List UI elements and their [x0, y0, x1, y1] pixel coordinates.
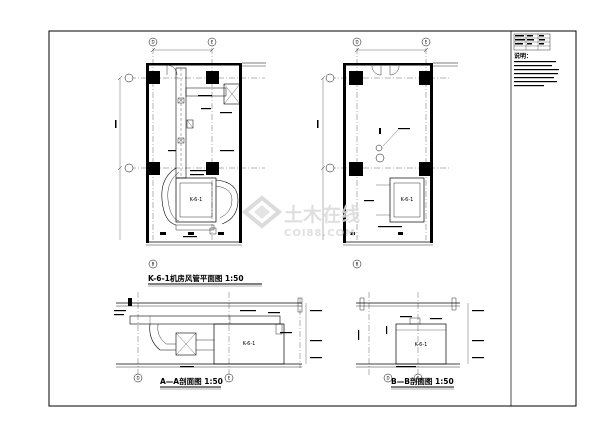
- grid-bubble-label: D: [151, 40, 154, 45]
- watermark-logo-sub: COI88.COM: [284, 228, 356, 239]
- grid-bubble-label: E: [425, 40, 428, 45]
- right-plan: D E B: [317, 37, 458, 269]
- plan-title: K-6-1机房风管平面图 1:50: [148, 273, 244, 283]
- grid-bubble-label: B: [152, 262, 155, 267]
- notes-lines: [514, 61, 559, 87]
- watermark-logo-text: 土木在线: [284, 203, 360, 226]
- equipment-label: K-6-1: [401, 197, 414, 203]
- grid-bubble-label: B: [356, 262, 359, 267]
- section-title: B—B剖面图 1:50: [391, 376, 454, 386]
- grid-bubble-label: E: [228, 376, 231, 381]
- grid-bubble-label: D: [386, 376, 389, 381]
- grid-bubble-label: D: [136, 376, 139, 381]
- notes-heading: 说明：: [514, 52, 532, 60]
- watermark: 土木在线 COI88.COM: [241, 195, 360, 239]
- section-a: D E K-6-1: [114, 292, 322, 390]
- section-title: A—A剖面图 1:50: [160, 376, 223, 386]
- section-b: D E K-6-1 B—B剖面图 1:50: [356, 292, 484, 390]
- grid-bubble-label: E: [417, 376, 420, 381]
- grid-bubble-label: E: [211, 40, 214, 45]
- grid-bubble-label: D: [355, 40, 358, 45]
- equipment-label: K-6-1: [415, 342, 428, 348]
- equipment-label: K-6-1: [190, 197, 203, 203]
- title-block: [510, 30, 577, 407]
- title-block-table: [513, 33, 551, 51]
- equipment-label: K-6-1: [243, 341, 256, 347]
- left-plan: D E B: [115, 37, 266, 287]
